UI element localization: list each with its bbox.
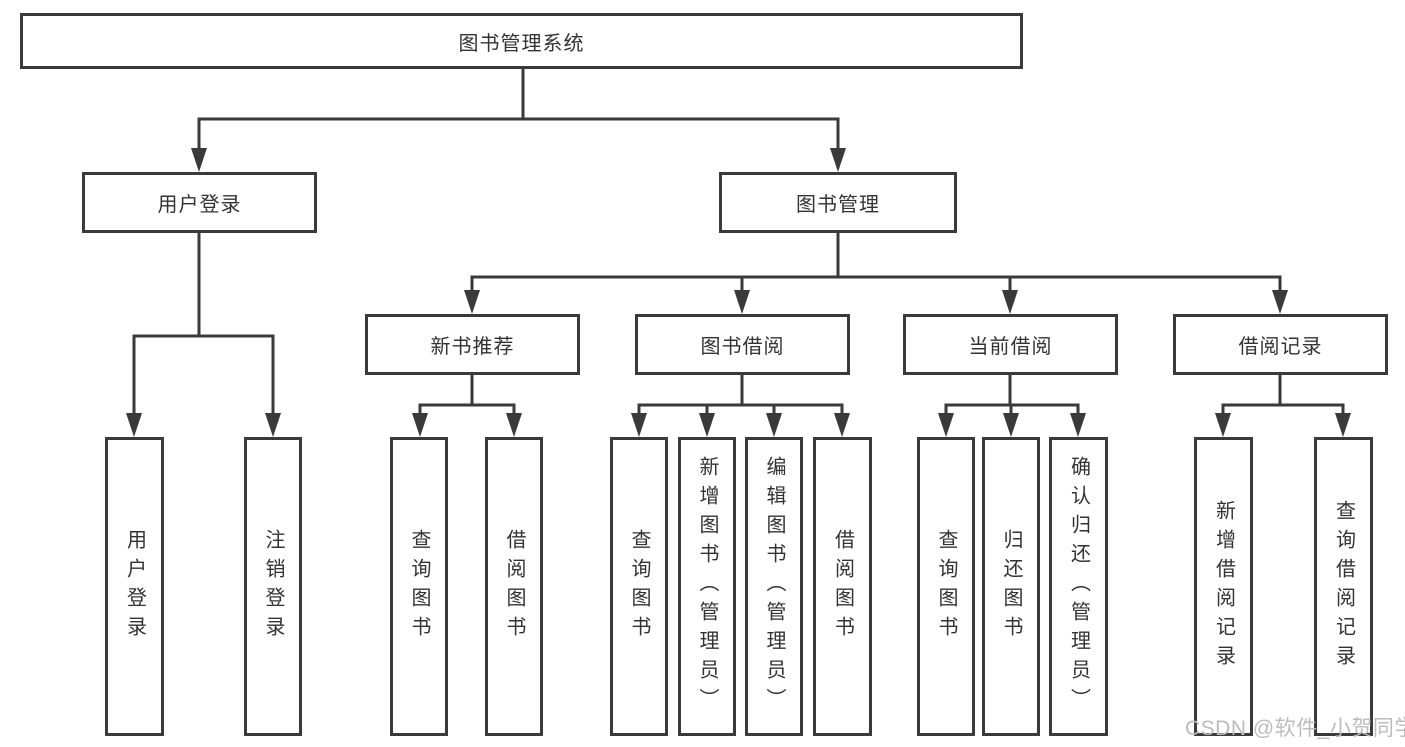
leaf-query-books-recommend: 查询图书 <box>390 437 448 736</box>
leaf-add-borrow-record: 新增借阅记录 <box>1194 437 1253 736</box>
node-label: 新书推荐 <box>430 336 515 358</box>
leaf-borrow-books: 借阅图书 <box>813 437 872 736</box>
node-current-borrowing: 当前借阅 <box>903 314 1118 375</box>
node-label: 查询图书 <box>935 528 957 645</box>
leaf-query-books-current: 查询图书 <box>917 437 975 736</box>
node-label: 新增图书（管理员） <box>696 456 718 717</box>
node-label: 编辑图书（管理员） <box>763 456 785 717</box>
leaf-user-login: 用户登录 <box>105 437 164 736</box>
node-label: 借阅图书 <box>831 528 854 645</box>
node-label: 用户登录 <box>123 528 146 645</box>
node-label: 查询图书 <box>628 528 650 645</box>
node-book-management: 图书管理 <box>719 172 957 233</box>
leaf-query-borrow-record: 查询借阅记录 <box>1314 437 1373 736</box>
node-label: 注销登录 <box>262 528 284 645</box>
node-label: 查询借阅记录 <box>1332 499 1355 674</box>
node-label: 图书管理系统 <box>458 32 585 55</box>
node-label: 查询图书 <box>408 528 430 645</box>
node-label: 新增借阅记录 <box>1212 499 1235 674</box>
node-library-management-system: 图书管理系统 <box>20 13 1023 69</box>
node-label: 借阅记录 <box>1238 336 1323 358</box>
node-label: 借阅图书 <box>503 528 525 645</box>
node-borrowing-records: 借阅记录 <box>1173 314 1388 375</box>
leaf-add-book-admin: 新增图书（管理员） <box>678 437 736 736</box>
leaf-return-books: 归还图书 <box>982 437 1040 736</box>
node-label: 用户登录 <box>157 194 242 216</box>
node-label: 当前借阅 <box>968 336 1053 358</box>
node-book-borrowing: 图书借阅 <box>635 314 850 375</box>
leaf-confirm-return-admin: 确认归还（管理员） <box>1049 437 1108 736</box>
leaf-edit-book-admin: 编辑图书（管理员） <box>745 437 803 736</box>
leaf-query-books-borrowing: 查询图书 <box>610 437 668 736</box>
csdn-watermark: CSDN @软件_小贺同学 <box>1185 717 1405 740</box>
node-user-login: 用户登录 <box>82 172 317 233</box>
node-label: 归还图书 <box>1000 528 1022 645</box>
node-label: 图书管理 <box>796 194 880 216</box>
node-new-book-recommend: 新书推荐 <box>365 314 580 375</box>
leaf-borrow-books-recommend: 借阅图书 <box>485 437 543 736</box>
node-label: 确认归还（管理员） <box>1067 456 1090 717</box>
leaf-logout: 注销登录 <box>244 437 302 736</box>
node-label: 图书借阅 <box>700 336 785 358</box>
